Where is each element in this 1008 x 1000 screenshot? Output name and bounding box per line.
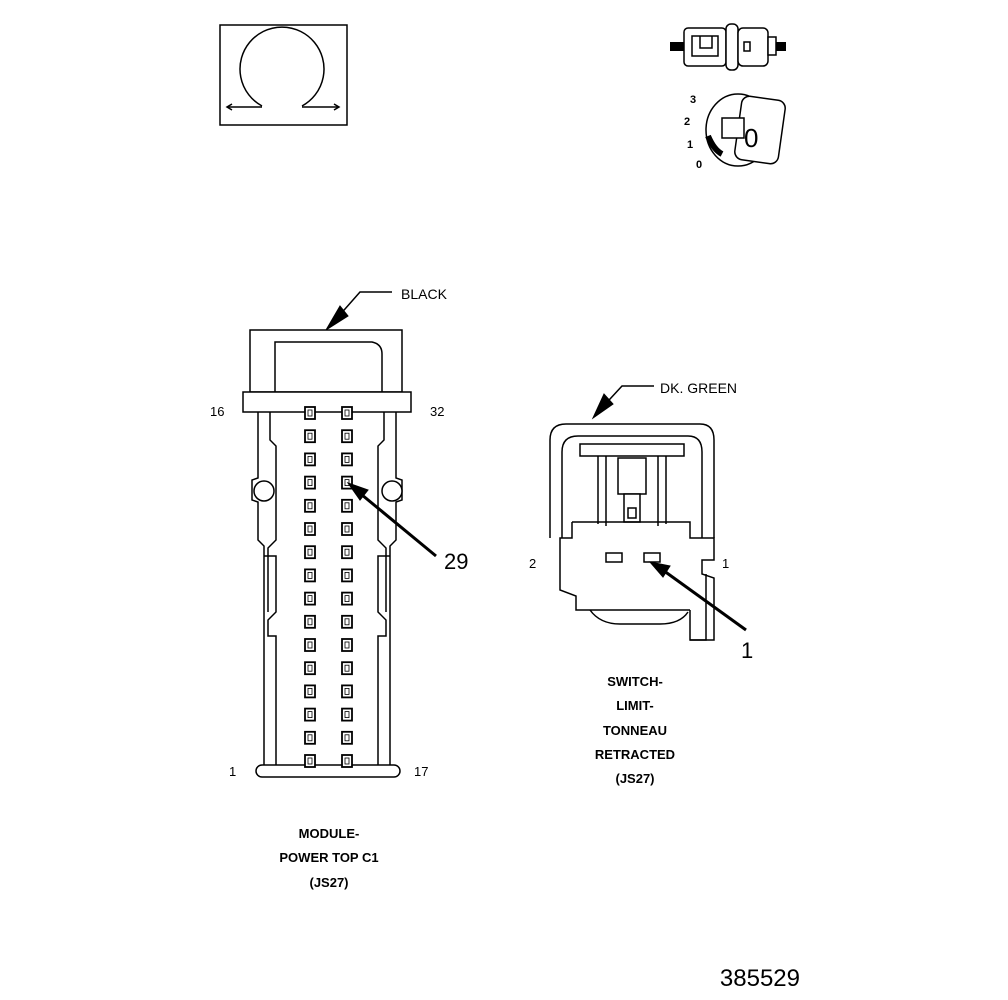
switch-pin-cavity-1 [643, 552, 661, 563]
module-pin-label-1: 1 [229, 764, 236, 779]
switch-pin-cavity-2 [605, 552, 623, 563]
module-caption-line-2: POWER TOP C1 [279, 850, 378, 865]
module-pin-terminal [307, 664, 313, 672]
key-position-2: 2 [684, 116, 690, 128]
switch-caption-line-5: (JS27) [615, 771, 654, 786]
module-pin-terminal [344, 572, 350, 579]
module-pin-terminal [307, 711, 313, 718]
switch-connector: DK. GREEN 2 1 1 SWITCH- LIMIT- TONNEAU R… [529, 380, 753, 786]
module-pin-terminal [307, 409, 313, 417]
module-pin-terminal [344, 734, 350, 742]
module-pin-terminal [307, 479, 313, 487]
switch-caption-line-3: TONNEAU [603, 723, 667, 738]
key-position-value: 0 [744, 123, 758, 153]
switch-pin-label-2: 2 [529, 556, 536, 571]
module-color-label: BLACK [401, 286, 448, 302]
module-caption-line-3: (JS27) [309, 875, 348, 890]
module-pin-terminal [344, 479, 350, 487]
switch-callout-1: 1 [741, 638, 753, 663]
module-pin-terminal [307, 618, 313, 626]
omega-connector-symbol-icon [219, 24, 348, 126]
module-pin-terminal [344, 525, 350, 533]
key-position-1: 1 [687, 139, 693, 151]
module-pin-terminal [307, 641, 313, 649]
module-pin-label-17: 17 [414, 764, 428, 779]
key-position-3: 3 [690, 94, 696, 106]
switch-color-label: DK. GREEN [660, 380, 737, 396]
switch-caption-line-4: RETRACTED [595, 747, 675, 762]
module-pin-terminal [307, 734, 313, 742]
switch-caption-line-1: SWITCH- [607, 674, 663, 689]
module-pin-cavities [304, 406, 353, 768]
module-pin-terminal [344, 595, 350, 602]
module-pin-terminal [307, 525, 313, 533]
module-pin-terminal [344, 618, 350, 626]
module-pin-terminal [307, 548, 313, 556]
module-pin-terminal [307, 595, 313, 602]
ignition-key-icon: 0 3 2 1 0 [684, 93, 786, 171]
module-pin-terminal [344, 664, 350, 672]
figure-number: 385529 [720, 965, 800, 992]
switch-pin-label-1: 1 [722, 556, 729, 571]
module-callout-29: 29 [444, 549, 468, 574]
module-pin-terminal [344, 432, 350, 440]
module-pin-terminal [344, 641, 350, 649]
switch-caption-line-2: LIMIT- [616, 698, 654, 713]
module-pin-terminal [307, 572, 313, 579]
module-pin-terminal [307, 688, 313, 695]
module-caption-line-1: MODULE- [299, 826, 360, 841]
mating-connector-icon [670, 23, 786, 71]
module-pin-terminal [307, 432, 313, 440]
module-pin-label-32: 32 [430, 404, 444, 419]
module-pin-terminal [344, 502, 350, 510]
module-pin-terminal [307, 757, 313, 765]
module-pin-terminal [344, 711, 350, 718]
module-pin-label-16: 16 [210, 404, 224, 419]
module-pin-terminal [344, 409, 350, 417]
module-pin-terminal [344, 548, 350, 556]
module-pin-terminal [307, 455, 313, 463]
module-pin-terminal [344, 688, 350, 695]
module-pin-terminal [307, 502, 313, 510]
module-pin-terminal [344, 455, 350, 463]
key-position-0: 0 [696, 159, 702, 171]
module-pin-terminal [344, 757, 350, 765]
module-connector: BLACK 16 32 1 17 29 MODULE- POWER TOP C1… [210, 286, 468, 890]
